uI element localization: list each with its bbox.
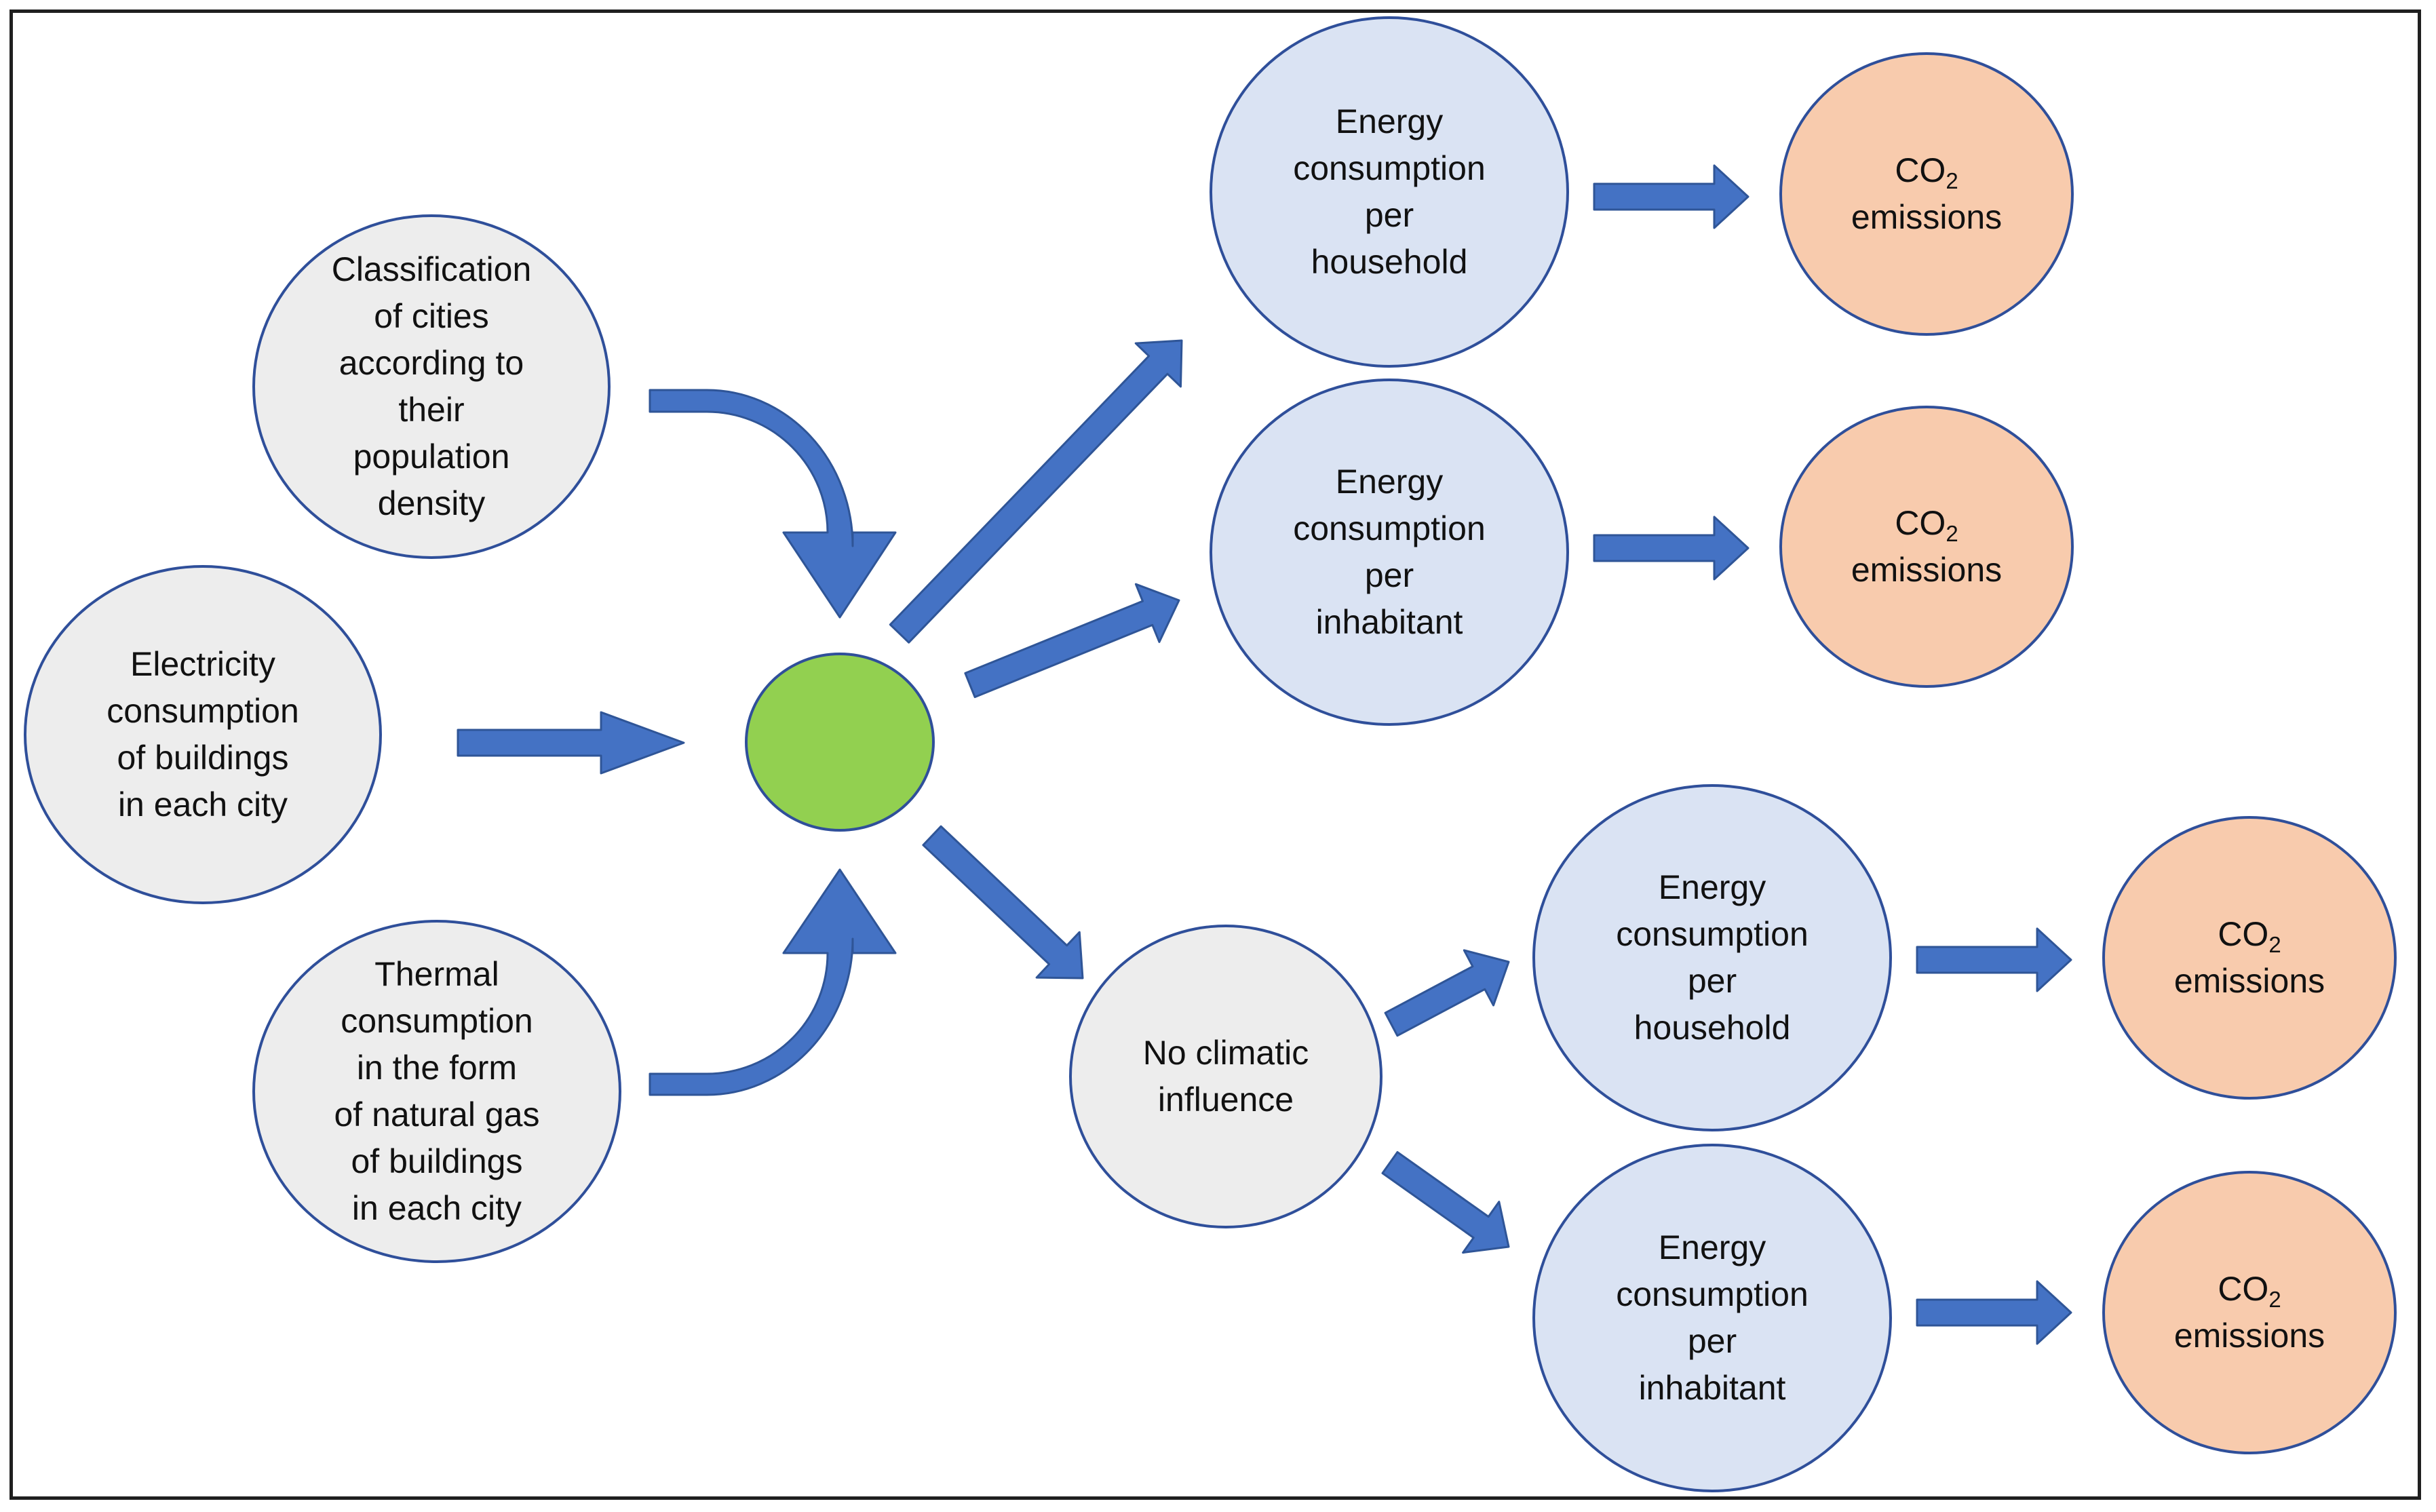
node-energy-per-inhabitant-bottom: Energy consumption per inhabitant [1532, 1144, 1892, 1492]
node-energy-per-household-top: Energy consumption per household [1210, 16, 1569, 368]
arrow-no-climatic-to-household [1384, 949, 1510, 1037]
diagram-frame [9, 9, 2421, 1500]
arrow-household-top-to-co2 [1593, 164, 1749, 229]
arrow-no-climatic-to-inhabitant [1381, 1151, 1510, 1254]
node-no-climatic-influence: No climatic influence [1069, 925, 1383, 1228]
curved-arrow-thermal [649, 868, 897, 1096]
arrow-hub-to-no-climatic [922, 825, 1084, 980]
energy-household-top-label: Energy consumption per household [1293, 102, 1486, 281]
arrow-inhabitant-bottom-to-co2 [1916, 1280, 2072, 1345]
node-energy-per-inhabitant-top: Energy consumption per inhabitant [1210, 379, 1569, 726]
arrow-household-bottom-to-co2 [1916, 927, 2072, 992]
co2-label: CO2 emissions [1851, 504, 2003, 589]
node-thermal: Thermal consumption in the form of natur… [252, 920, 621, 1263]
co2-label: CO2 emissions [2173, 915, 2325, 1000]
node-thermal-label: Thermal consumption in the form of natur… [334, 955, 540, 1227]
arrow-inhabitant-top-to-co2 [1593, 516, 1749, 581]
node-energy-per-household-bottom: Energy consumption per household [1532, 784, 1892, 1131]
co2-label: CO2 emissions [2173, 1270, 2325, 1355]
energy-household-bottom-label: Energy consumption per household [1616, 868, 1809, 1047]
node-electricity: Electricity consumption of buildings in … [24, 565, 382, 904]
arrow-hub-to-household-top [889, 339, 1183, 644]
node-classification: Classification of cities according to th… [252, 214, 611, 559]
curved-arrow-classification [649, 389, 897, 619]
co2-label: CO2 emissions [1851, 151, 2003, 236]
no-climatic-label: No climatic influence [1142, 1034, 1309, 1119]
node-co2-1: CO2 emissions [1779, 52, 2074, 336]
node-electricity-label: Electricity consumption of buildings in … [107, 645, 299, 823]
arrow-electricity [457, 711, 685, 775]
node-co2-4: CO2 emissions [2102, 1171, 2397, 1454]
arrow-hub-to-inhabitant-top [964, 583, 1180, 699]
node-co2-2: CO2 emissions [1779, 406, 2074, 688]
node-classification-label: Classification of cities according to th… [331, 250, 532, 522]
energy-inhabitant-bottom-label: Energy consumption per inhabitant [1616, 1228, 1809, 1407]
central-hub [745, 653, 935, 832]
energy-inhabitant-top-label: Energy consumption per inhabitant [1293, 463, 1486, 641]
node-co2-3: CO2 emissions [2102, 816, 2397, 1100]
